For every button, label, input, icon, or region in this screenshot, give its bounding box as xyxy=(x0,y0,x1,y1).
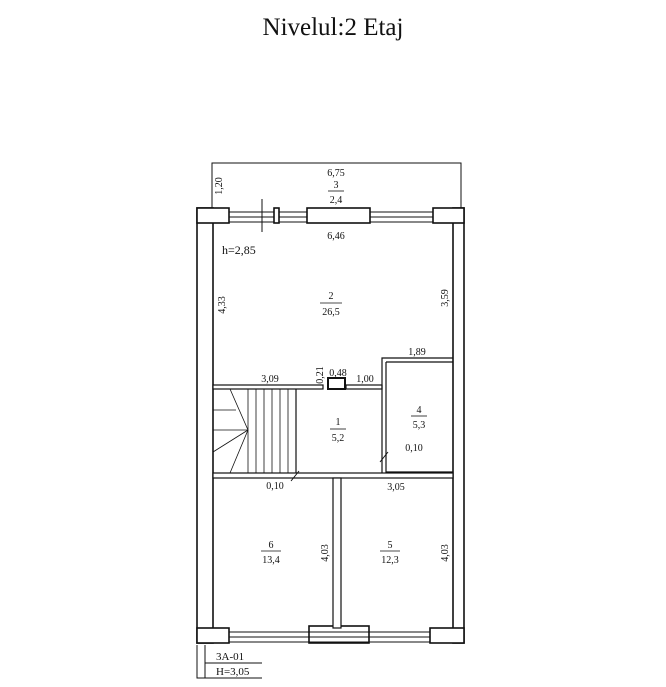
room-label-5: 5 12,3 xyxy=(380,540,400,566)
dim-partition-room4: 0,10 xyxy=(405,443,423,454)
svg-text:3: 3 xyxy=(334,180,339,191)
svg-text:5,3: 5,3 xyxy=(413,420,426,431)
room-label-3: 3 2,4 xyxy=(328,180,344,206)
partition-tick xyxy=(379,451,389,463)
dim-wall-thickness: 0,21 xyxy=(315,366,326,384)
svg-text:2,4: 2,4 xyxy=(330,195,343,206)
stamp-height: H=3,05 xyxy=(216,666,250,678)
dim-inner-width-top: 6,46 xyxy=(327,231,345,242)
dim-balcony-side: 1,20 xyxy=(214,177,225,195)
svg-text:2: 2 xyxy=(329,291,334,302)
exterior-walls xyxy=(196,207,465,644)
svg-text:5,2: 5,2 xyxy=(332,433,345,444)
room-label-6: 6 13,4 xyxy=(261,540,281,566)
partition-tick-bottom xyxy=(290,470,300,482)
staircase xyxy=(212,388,289,474)
svg-text:6: 6 xyxy=(269,540,274,551)
balcony-outline xyxy=(211,162,462,208)
room-label-2: 2 26,5 xyxy=(320,291,342,318)
dim-partition-bottom: 0,10 xyxy=(266,481,284,492)
svg-text:4: 4 xyxy=(417,405,422,416)
dim-right-upper: 3,59 xyxy=(440,289,451,307)
dim-wall-left: 3,09 xyxy=(261,374,279,385)
interior-walls xyxy=(212,357,454,629)
stamp-box xyxy=(196,645,262,679)
stamp-code: 3A-01 xyxy=(216,651,244,663)
svg-text:13,4: 13,4 xyxy=(262,555,280,566)
svg-text:5: 5 xyxy=(388,540,393,551)
dim-bottom-right-width: 3,05 xyxy=(387,482,405,493)
ceiling-height: h=2,85 xyxy=(222,243,256,257)
dim-right-lower: 4,03 xyxy=(440,544,451,562)
dim-room4-width: 1,89 xyxy=(408,347,426,358)
dim-overall-width: 6,75 xyxy=(327,168,345,179)
dim-duct: 0,48 xyxy=(329,368,347,379)
room-label-1: 1 5,2 xyxy=(330,417,346,444)
svg-text:26,5: 26,5 xyxy=(322,307,340,318)
svg-text:1: 1 xyxy=(336,417,341,428)
plan-title: Nivelul:2 Etaj xyxy=(262,14,404,41)
room-label-4: 4 5,3 xyxy=(411,405,427,431)
svg-text:12,3: 12,3 xyxy=(381,555,399,566)
dim-mid-lower: 4,03 xyxy=(320,544,331,562)
dim-door-span: 1,00 xyxy=(356,374,374,385)
dim-left-upper: 4,33 xyxy=(217,296,228,314)
